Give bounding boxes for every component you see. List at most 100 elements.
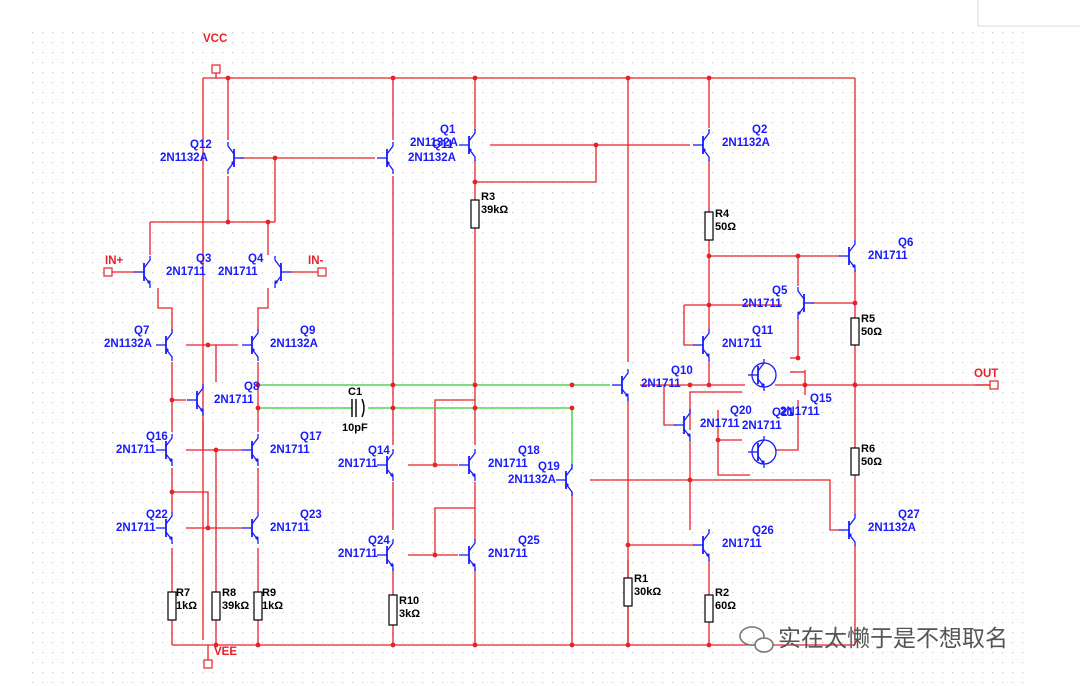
grid-background (30, 28, 1028, 683)
transistor-model-label: 2N1711 (218, 266, 258, 278)
transistor-ref-label: Q15 (810, 393, 832, 405)
transistor-ref-label: Q2 (752, 124, 767, 136)
transistor-collector-icon (702, 329, 710, 342)
transistor-emitter-icon (227, 161, 235, 174)
transistor-arrow-icon (169, 458, 173, 462)
vcc-pin[interactable] (211, 64, 221, 74)
resistor-value-label: 3kΩ (399, 608, 420, 620)
transistor-emitter-icon (757, 455, 765, 468)
transistor-model-label: 2N1132A (722, 137, 770, 149)
transistor-arrow-icon (147, 280, 151, 284)
resistor-ref-label: R8 (222, 587, 236, 599)
resistor-value-label: 1kΩ (176, 600, 197, 612)
transistor-arrow-icon (386, 161, 390, 165)
transistor-collector-icon (165, 512, 173, 525)
capacitor-ref-label: C1 (348, 386, 362, 398)
transistor-arrow-icon (472, 473, 476, 477)
watermark: 实在太懒于是不想取名 (739, 626, 1008, 653)
watermark-text: 实在太懒于是不想取名 (778, 626, 1008, 652)
transistor-ref-label: Q7 (134, 325, 149, 337)
transistor-collector-icon (386, 449, 394, 462)
transistor-arrow-icon (390, 563, 394, 567)
capacitor-value-label: 10pF (342, 422, 368, 434)
resistor-ref-label: R5 (861, 313, 875, 325)
wechat-logo-icon (739, 626, 774, 653)
transistor-model-label: 2N1711 (488, 458, 528, 470)
transistor-collector-icon (468, 539, 476, 552)
transistor-ref-label: Q17 (300, 431, 322, 443)
in-plus-pin[interactable] (103, 267, 113, 277)
out-pin[interactable] (989, 380, 999, 390)
in-minus-label: IN- (308, 255, 324, 267)
transistor-model-label: 2N1711 (722, 538, 762, 550)
transistor-model-label: 2N1711 (338, 548, 378, 560)
transistor-collector-icon (227, 142, 235, 155)
transistor-collector-icon (143, 256, 151, 269)
transistor-arrow-icon (251, 348, 255, 352)
transistor-emitter-icon (702, 148, 710, 161)
transistor-model-label: 2N1711 (116, 522, 156, 534)
transistor-model-label: 2N1711 (641, 378, 681, 390)
transistor-arrow-icon (702, 148, 706, 152)
transistor-arrow-icon (165, 348, 169, 352)
transistor-collector-icon (165, 434, 173, 447)
vee-pin[interactable] (203, 659, 213, 669)
transistor-collector-icon (683, 409, 691, 422)
transistor-collector-icon (468, 129, 476, 142)
resistor-body-icon (470, 199, 480, 229)
resistor-body-icon (623, 577, 633, 607)
transistor-ref-label: Q6 (898, 237, 913, 249)
transistor-emitter-icon (468, 468, 476, 481)
transistor-arrow-icon (472, 563, 476, 567)
transistor-collector-icon (757, 359, 765, 372)
transistor-collector-icon (251, 512, 259, 525)
transistor-ref-label: Q19 (538, 461, 560, 473)
capacitor-c1[interactable]: C1 10pF (342, 386, 368, 434)
transistor-model-label: 2N1132A (104, 338, 152, 350)
resistor-body-icon (211, 591, 221, 621)
resistor-body-icon (850, 447, 860, 476)
resistor-ref-label: R4 (715, 208, 730, 220)
transistor-emitter-icon (251, 453, 259, 466)
in-minus-pin[interactable] (317, 267, 327, 277)
transistor-ref-label: Q8 (244, 381, 260, 393)
transistor-emitter-icon (165, 348, 173, 361)
